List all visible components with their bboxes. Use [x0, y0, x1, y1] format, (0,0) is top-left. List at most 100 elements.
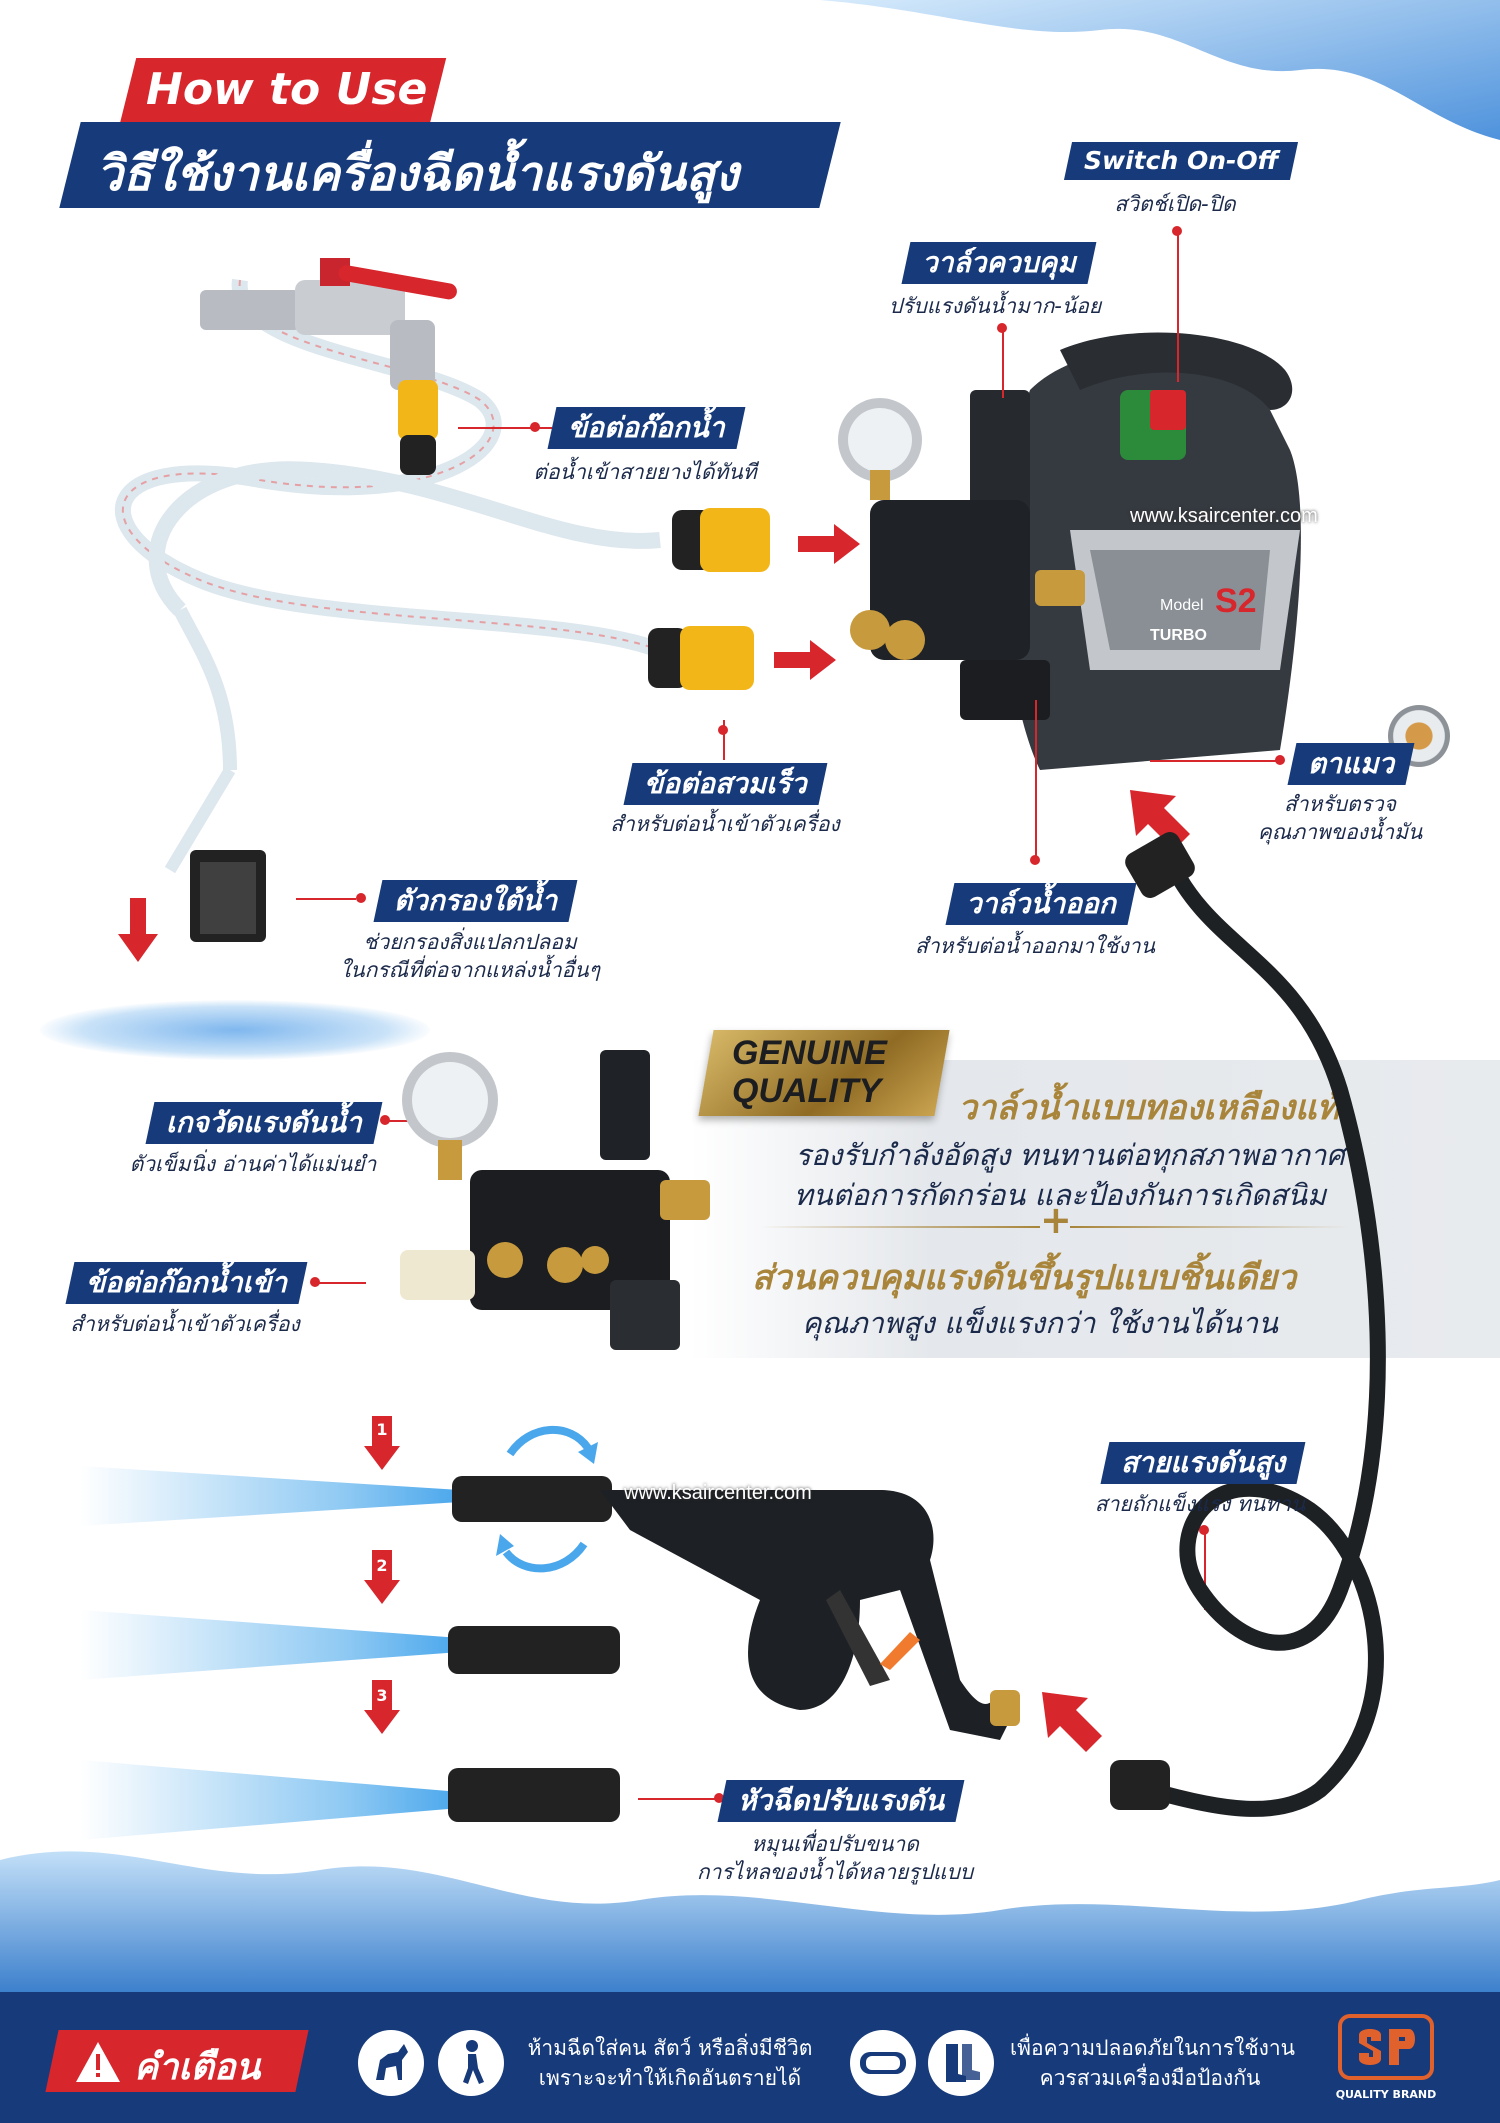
nozzle-1 [452, 1476, 612, 1522]
desc-hose: สายถักแข็งแรง ทนทาน [1094, 1492, 1306, 1516]
dog-icon [358, 2030, 424, 2096]
label-control-valve: วาล์วควบคุม [901, 242, 1097, 284]
leader-control [1002, 328, 1004, 398]
step-arrow-1 [364, 1416, 400, 1470]
genuine-heading-1: วาล์วน้ำแบบทองเหลืองแท้ [958, 1088, 1340, 1128]
label-nozzle-text: หัวฉีดปรับแรงดัน [738, 1784, 945, 1817]
label-inlet-connector: ข้อต่อก๊อกน้ำเข้า [65, 1262, 308, 1304]
dot-gauge [380, 1115, 390, 1125]
how-to-use-text: How to Use [146, 64, 428, 115]
leader-quick [723, 720, 725, 760]
footer-text-1-line1: ห้ามฉีดใส่คน สัตว์ หรือสิ่งมีชีวิต [527, 2036, 813, 2060]
desc-inlet-connector: สำหรับต่อน้ำเข้าตัวเครื่อง [70, 1312, 300, 1336]
desc-switch: สวิตช์เปิด-ปิด [1114, 192, 1236, 216]
label-gauge-text: เกจวัดแรงดันน้ำ [166, 1106, 362, 1139]
leader-switch [1177, 232, 1179, 382]
badge-line2: QUALITY [732, 1072, 882, 1110]
desc-quick-connector: สำหรับต่อน้ำเข้าตัวเครื่อง [610, 812, 840, 836]
spray-2 [80, 1610, 460, 1680]
dot-switch [1172, 226, 1182, 236]
label-faucet-connector-text: ข้อต่อก๊อกน้ำ [568, 411, 725, 444]
label-filter: ตัวกรองใต้น้ำ [373, 880, 578, 922]
label-faucet-connector: ข้อต่อก๊อกน้ำ [547, 407, 745, 449]
dot-faucet [530, 422, 540, 432]
warning-icon [76, 2042, 120, 2082]
genuine-line-1: รองรับกำลังอัดสูง ทนทานต่อทุกสภาพอากาศ [795, 1138, 1345, 1172]
step-arrow-2 [364, 1550, 400, 1604]
label-sight-glass: ตาแมว [1287, 743, 1415, 785]
high-pressure-hose [1110, 832, 1386, 1817]
desc-nozzle-2: การไหลของน้ำได้หลายรูปแบบ [696, 1860, 974, 1884]
leader-inlet [318, 1282, 366, 1284]
brand-name: TURBO [1150, 627, 1207, 644]
label-quick-connector: ข้อต่อสวมเร็ว [623, 763, 827, 805]
leader-filter [296, 898, 356, 900]
desc-filter-2: ในกรณีที่ต่อจากแหล่งน้ำอื่นๆ [340, 958, 600, 982]
dot-nozzle [714, 1793, 724, 1803]
footer-text-2: เพื่อความปลอดภัยในการใช้งาน ควรสวมเครื่อ… [1010, 2033, 1296, 2094]
faucet-hose-illustration [115, 258, 770, 942]
genuine-divider-right [1070, 1226, 1350, 1228]
person-icon [438, 2030, 504, 2096]
footer-text-2-line1: เพื่อความปลอดภัยในการใช้งาน [1010, 2036, 1296, 2060]
dot-hose [1199, 1525, 1209, 1535]
arrow-down-filter [118, 898, 158, 962]
model-name: S2 [1215, 582, 1257, 620]
brand-logo [1338, 2014, 1434, 2080]
footer-text-1: ห้ามฉีดใส่คน สัตว์ หรือสิ่งมีชีวิต เพราะ… [520, 2033, 820, 2094]
dot-outlet [1030, 855, 1040, 865]
leader-outlet [1035, 700, 1037, 860]
label-control-valve-text: วาล์วควบคุม [922, 246, 1076, 279]
label-switch: Switch On-Off [1063, 142, 1299, 180]
label-quick-connector-text: ข้อต่อสวมเร็ว [644, 767, 807, 800]
genuine-line-3: คุณภาพสูง แข็งแรงกว่า ใช้งานได้นาน [802, 1306, 1278, 1340]
desc-sight-glass-2: คุณภาพของน้ำมัน [1257, 820, 1423, 844]
label-sight-glass-text: ตาแมว [1308, 747, 1395, 780]
arrow-right-2 [774, 640, 836, 680]
arrow-right-1 [798, 524, 860, 564]
leader-hose [1204, 1530, 1206, 1610]
rotate-arrow-bottom [496, 1534, 588, 1573]
dot-filter [356, 893, 366, 903]
step-arrow-3 [364, 1680, 400, 1734]
step-number-1: 1 [376, 1420, 388, 1439]
label-hose-text: สายแรงดันสูง [1121, 1446, 1286, 1479]
spray-3 [80, 1760, 460, 1840]
dot-sight [1275, 755, 1285, 765]
pump-machine: Model S2 TURBO [838, 332, 1301, 770]
watermark-gun: www.ksaircenter.com [624, 1482, 812, 1504]
boots-icon [928, 2030, 994, 2096]
footer-text-1-line2: เพราะจะทำให้เกิดอันตรายได้ [538, 2066, 802, 2091]
leader-faucet [458, 427, 552, 429]
desc-faucet-connector: ต่อน้ำเข้าสายยางได้ทันที [533, 460, 757, 484]
arrow-upleft-gun [1042, 1692, 1102, 1752]
genuine-plus: + [1040, 1198, 1072, 1242]
nozzle-3 [448, 1768, 620, 1822]
brand-caption: QUALITY BRAND [1335, 2088, 1437, 2101]
desc-nozzle-1: หมุนเพื่อปรับขนาด [751, 1832, 919, 1856]
desc-gauge: ตัวเข็มนิ่ง อ่านค่าได้แม่นยำ [129, 1152, 377, 1176]
leader-sight [1150, 760, 1280, 762]
label-hose: สายแรงดันสูง [1100, 1442, 1306, 1484]
dot-quick [718, 725, 728, 735]
desc-filter-1: ช่วยกรองสิ่งแปลกปลอม [363, 930, 577, 954]
badge-line1: GENUINE [732, 1034, 887, 1072]
spray-1 [80, 1466, 460, 1526]
page-title: วิธีใช้งานเครื่องฉีดน้ำแรงดันสูง [96, 146, 739, 202]
dot-control [997, 323, 1007, 333]
genuine-divider-left [760, 1226, 1040, 1228]
desc-control-valve: ปรับแรงดันน้ำมาก-น้อย [888, 294, 1102, 318]
desc-outlet-valve: สำหรับต่อน้ำออกมาใช้งาน [915, 934, 1155, 958]
nozzle-2 [448, 1626, 620, 1674]
water-ripple [40, 1000, 430, 1060]
leader-nozzle [638, 1798, 718, 1800]
water-splash-top-right [820, 0, 1500, 140]
brand-logo-mark-icon [1359, 2029, 1415, 2065]
desc-sight-glass-1: สำหรับตรวจ [1283, 792, 1397, 816]
valve-assembly [400, 1050, 710, 1350]
model-label: Model [1160, 597, 1204, 614]
step-number-2: 2 [376, 1556, 388, 1575]
genuine-line-2: ทนต่อการกัดกร่อน และป้องกันการเกิดสนิม [793, 1178, 1327, 1212]
water-splash-bottom [0, 1830, 1500, 2000]
genuine-heading-2: ส่วนควบคุมแรงดันขึ้นรูปแบบชิ้นเดียว [752, 1258, 1297, 1298]
